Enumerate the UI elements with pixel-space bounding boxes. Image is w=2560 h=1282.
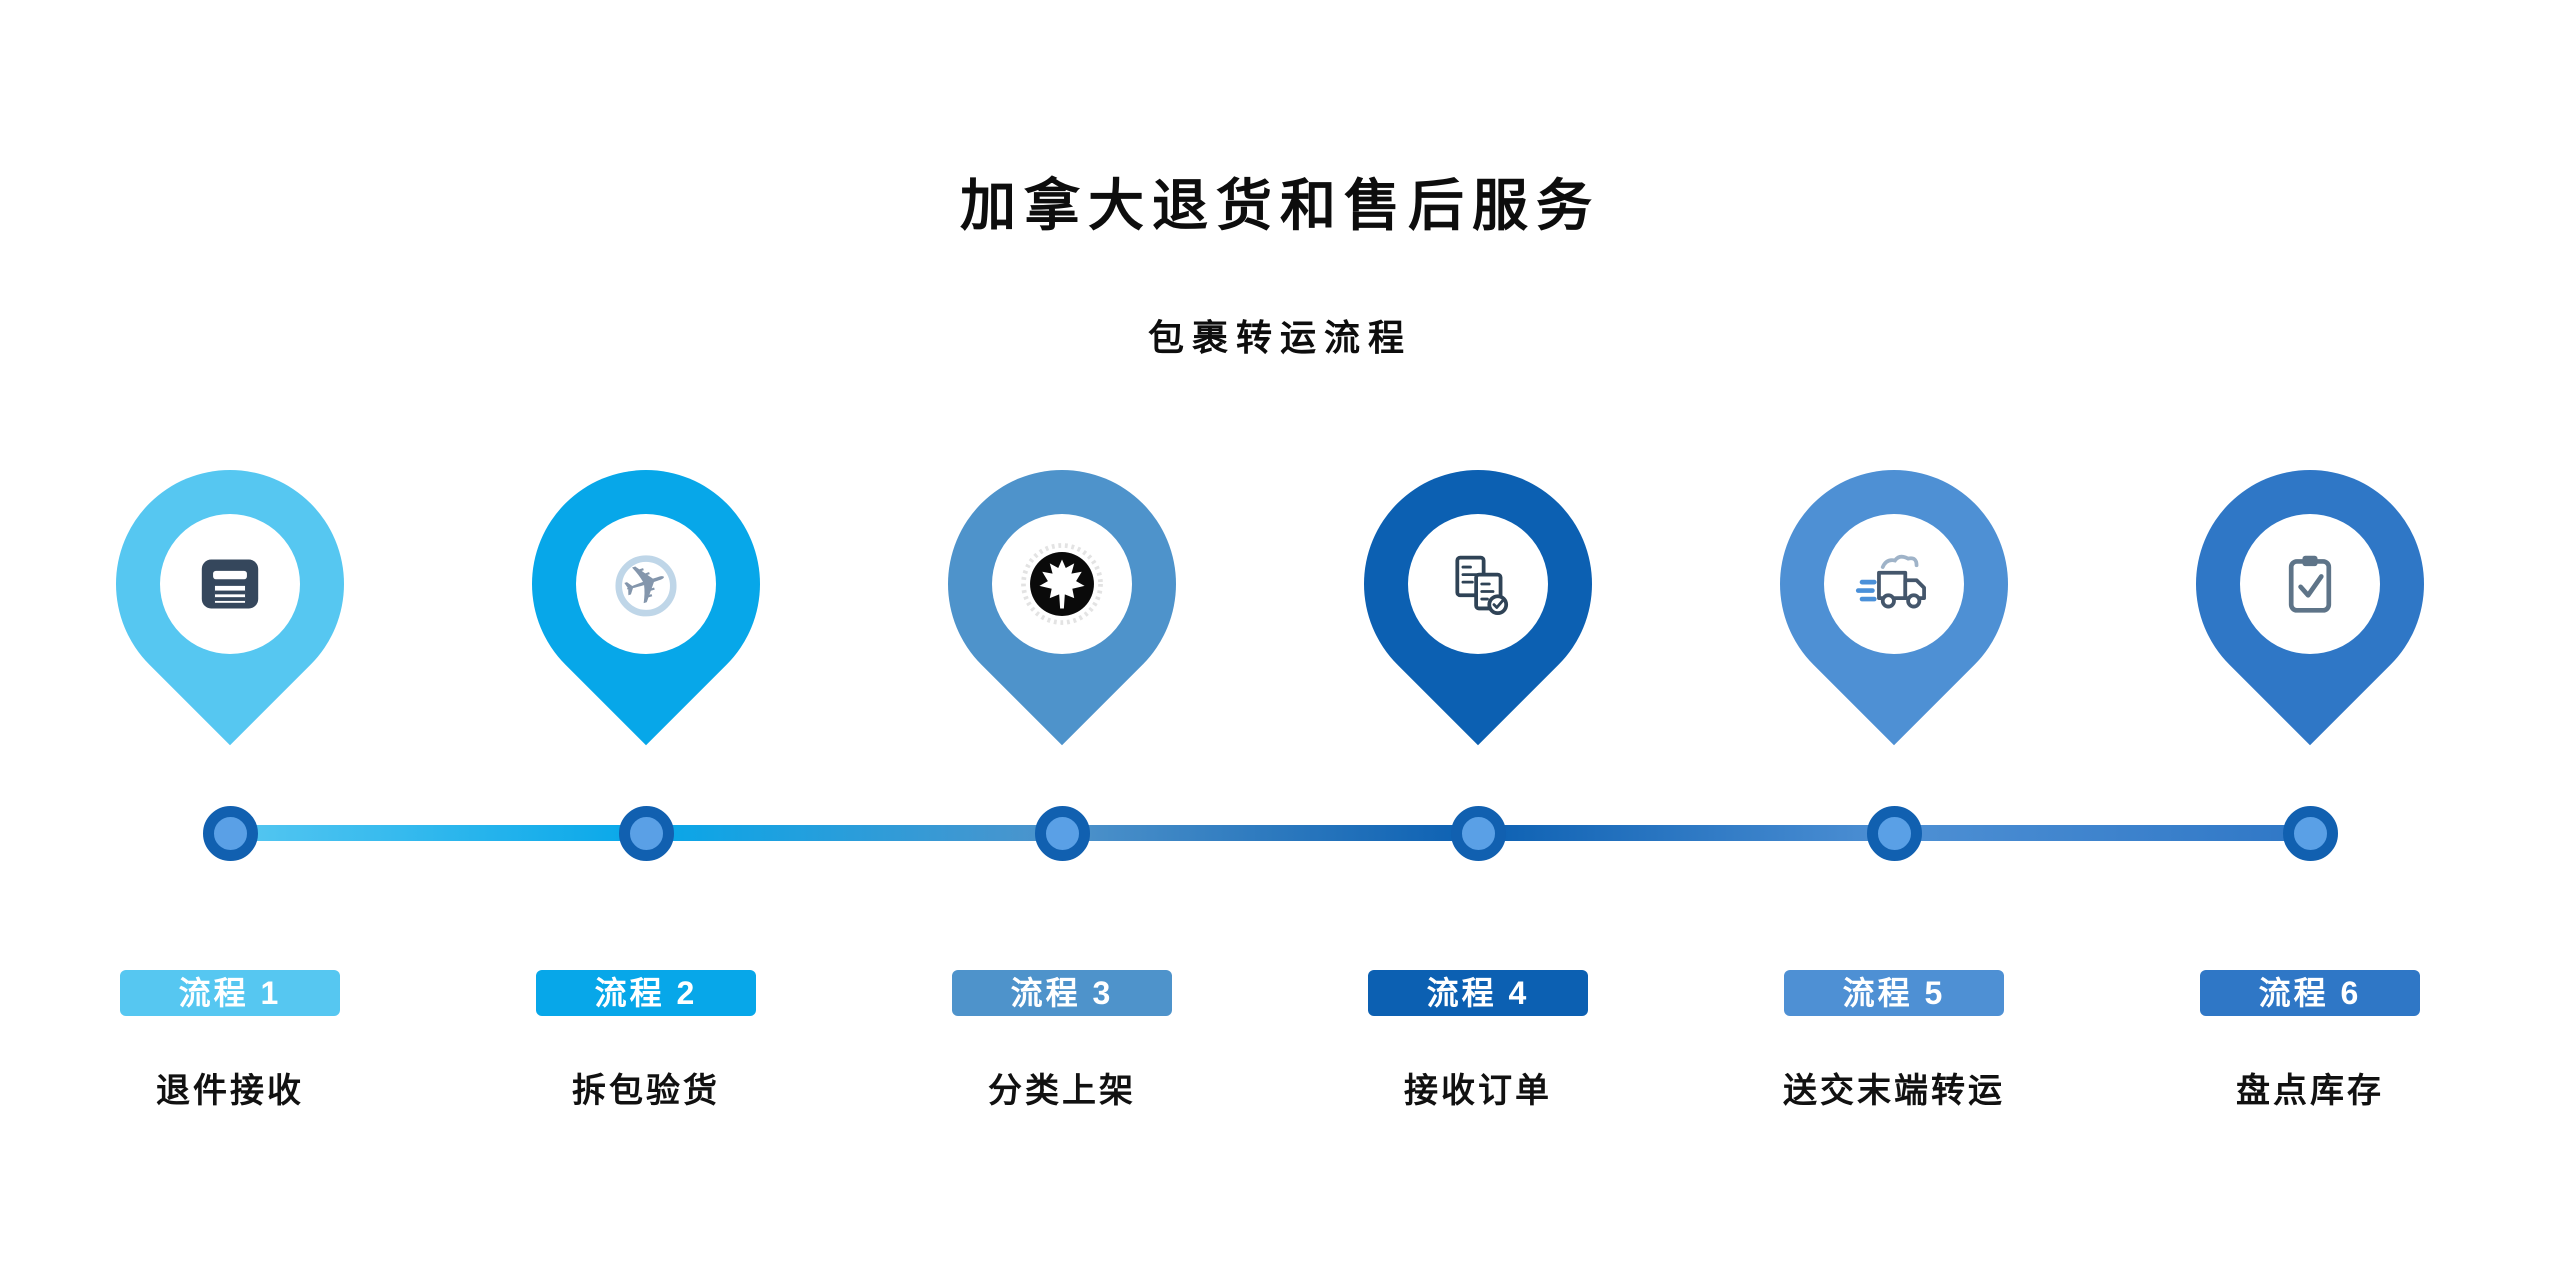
page-title: 加拿大退货和售后服务	[960, 174, 1600, 237]
timeline-dot-1	[202, 806, 258, 861]
step-label-2: 拆包验货	[572, 1072, 720, 1110]
step-badge-3: 流程 3	[952, 970, 1172, 1016]
clipboard-check-icon	[2288, 555, 2332, 613]
warehouse-icon	[201, 559, 259, 609]
step-label-5: 送交末端转运	[1783, 1072, 2005, 1110]
pin-icon-circle-1	[160, 514, 300, 654]
steps-row: 流程 1 退件接收 ✈ 流程 2 拆包验货	[68, 422, 2472, 1110]
step-label-4: 接收订单	[1404, 1072, 1552, 1110]
step-6: 流程 6 盘点库存	[2148, 422, 2472, 1110]
step-label-1: 退件接收	[156, 1072, 304, 1110]
airplane-globe-icon: ✈	[614, 548, 676, 620]
step-4: 流程 4 接收订单	[1316, 422, 1640, 1110]
timeline-dot-6	[2282, 806, 2338, 861]
step-badge-1: 流程 1	[120, 970, 340, 1016]
pin-icon-circle-6	[2240, 514, 2380, 654]
timeline-dot-5	[1866, 806, 1922, 861]
step-badge-5: 流程 5	[1784, 970, 2004, 1016]
step-2: ✈ 流程 2 拆包验货	[484, 422, 808, 1110]
step-5: 流程 5 送交末端转运	[1732, 422, 2056, 1110]
pin-icon-circle-5	[1824, 514, 1964, 654]
pin-icon-circle-3	[992, 514, 1132, 654]
step-label-3: 分类上架	[988, 1072, 1136, 1110]
step-1: 流程 1 退件接收	[68, 422, 392, 1110]
pin-icon-circle-4	[1408, 514, 1548, 654]
step-badge-2: 流程 2	[536, 970, 756, 1016]
timeline-line	[230, 825, 2310, 841]
step-badge-6: 流程 6	[2200, 970, 2420, 1016]
timeline-dot-4	[1450, 806, 1506, 861]
delivery-truck-icon	[1855, 554, 1926, 609]
step-badge-4: 流程 4	[1368, 970, 1588, 1016]
svg-text:✈: ✈	[614, 548, 676, 620]
step-3: 流程 3 分类上架	[900, 422, 1224, 1110]
step-label-6: 盘点库存	[2236, 1072, 2384, 1110]
page-subtitle: 包裹转运流程	[1147, 317, 1412, 358]
maple-leaf-icon	[1021, 543, 1103, 625]
order-documents-icon	[1455, 555, 1509, 616]
timeline-dot-2	[618, 806, 674, 861]
pin-icon-circle-2: ✈	[576, 514, 716, 654]
timeline-dot-3	[1034, 806, 1090, 861]
